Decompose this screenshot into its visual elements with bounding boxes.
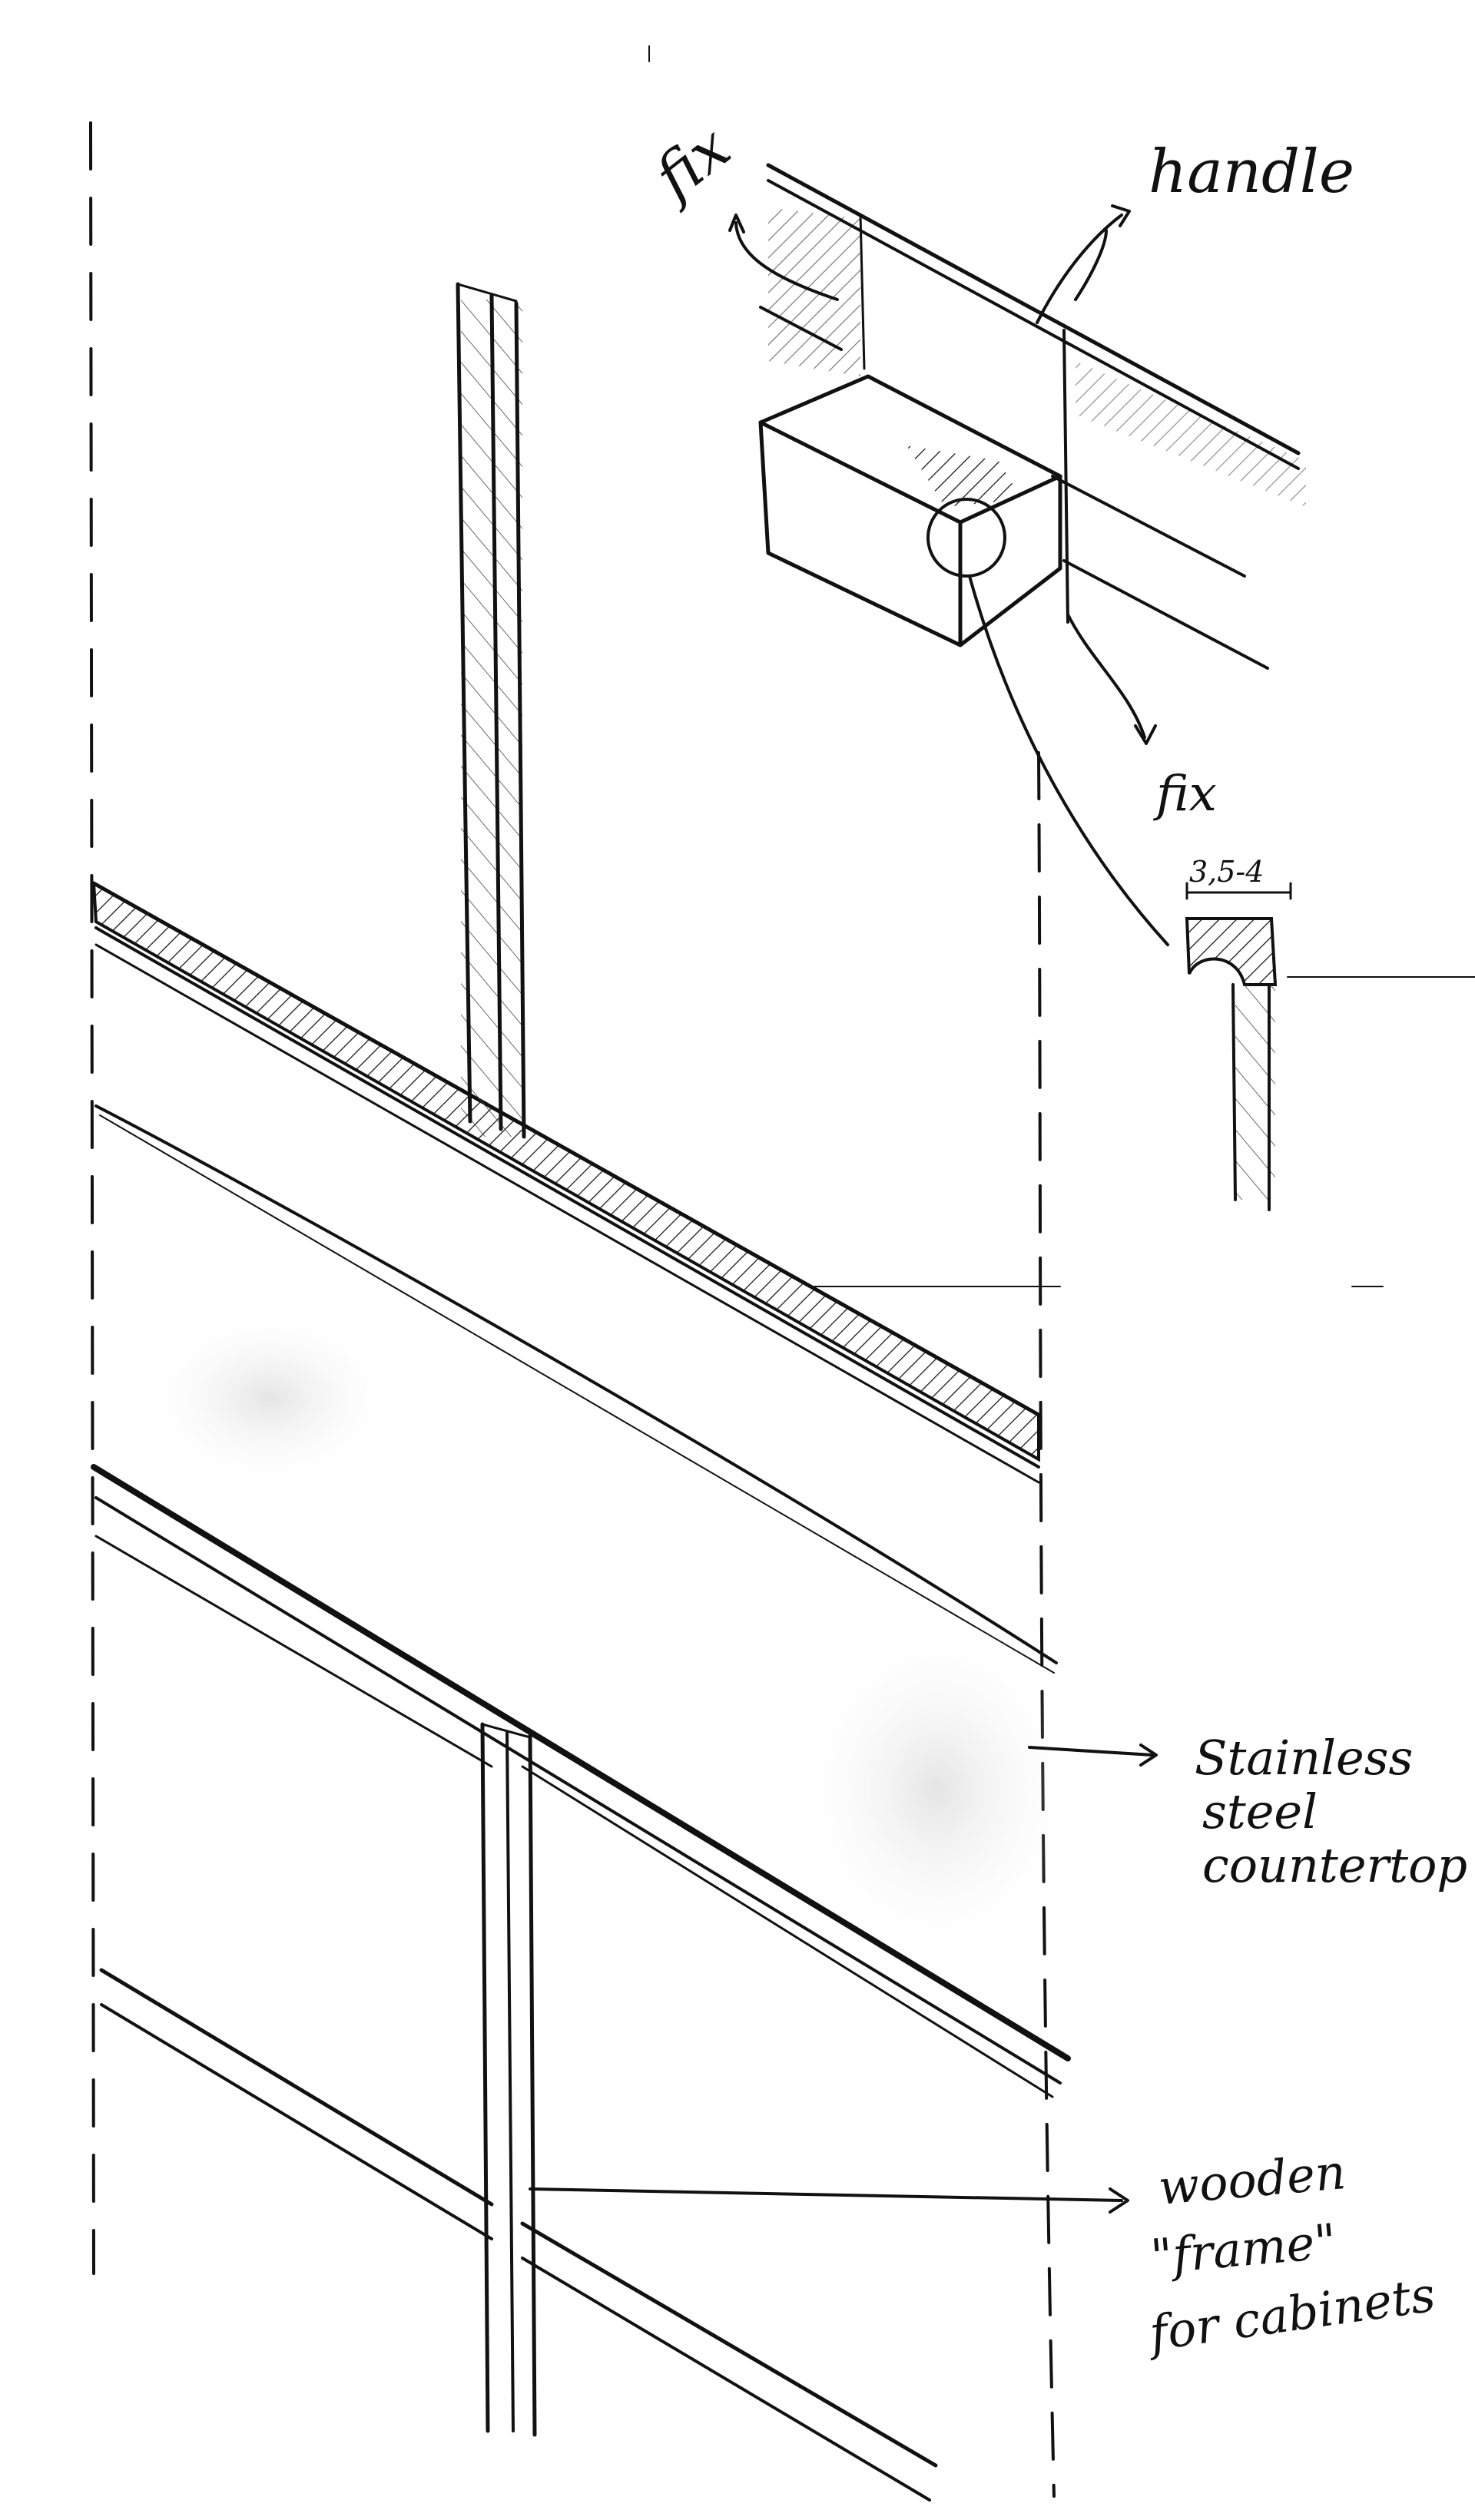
- label-fix-bottom: fix: [1153, 766, 1217, 823]
- dashed-guide-lines: [89, 45, 1475, 2498]
- label-frame-line2: "frame": [1149, 2213, 1339, 2285]
- label-frame-line1: wooden: [1156, 2144, 1347, 2216]
- lower-frame-lower-rail: [99, 1968, 938, 2502]
- label-handle: handle: [1149, 137, 1354, 207]
- leader-arrows: [529, 204, 1158, 2214]
- handle-section: [1185, 882, 1292, 1211]
- label-countertop-line1: Stainless: [1195, 1730, 1413, 1786]
- upper-countertop: [91, 880, 1058, 1674]
- label-dimension: 3,5-4: [1189, 855, 1264, 889]
- drawer-detail: [758, 163, 1306, 946]
- steel-texture: [791, 1613, 1083, 1966]
- label-countertop-line3: countertop: [1202, 1837, 1467, 1893]
- label-countertop-line2: steel: [1202, 1783, 1318, 1840]
- label-fix-top: fix: [639, 113, 743, 215]
- upper-vertical-post: [456, 282, 526, 1139]
- steel-texture-2: [138, 1306, 399, 1490]
- lower-frame-top-rail: [91, 1464, 1071, 2098]
- lower-vertical-post: [480, 1722, 537, 2437]
